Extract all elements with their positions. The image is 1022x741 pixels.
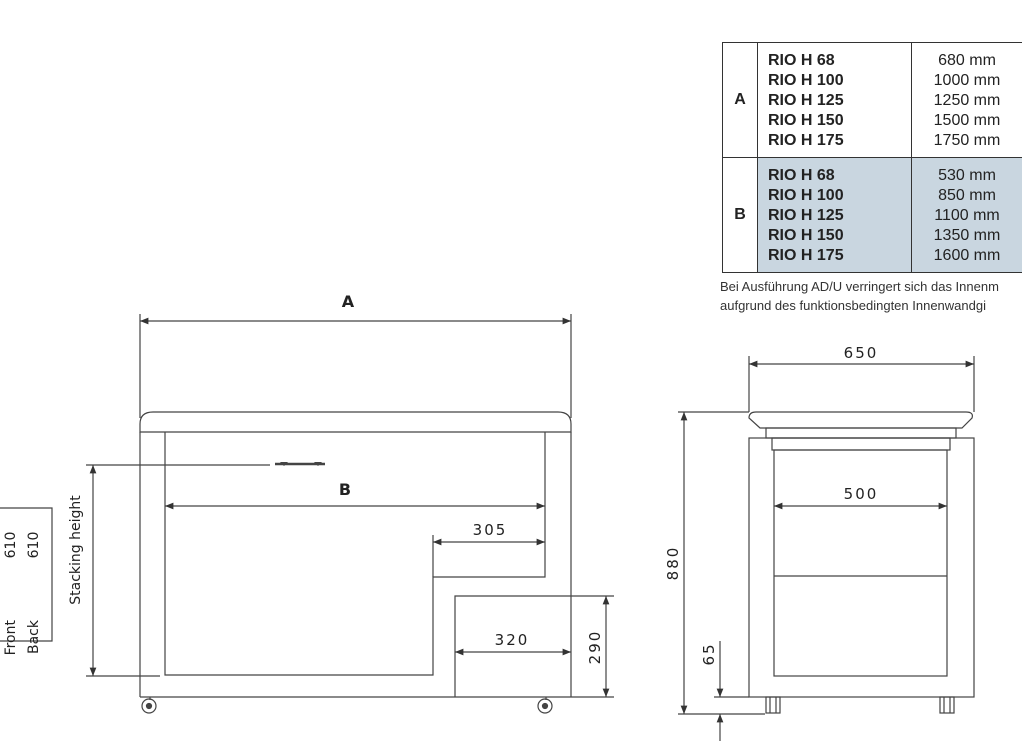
back-label: Back bbox=[26, 619, 42, 654]
dimension-290-text: 290 bbox=[586, 630, 604, 665]
side-caster-left bbox=[765, 696, 781, 714]
model-dimension: 680 mm bbox=[938, 52, 996, 69]
note-line-2: aufgrund des funktionsbedingten Innenwan… bbox=[720, 298, 986, 313]
model-name: RIO H 68 bbox=[768, 52, 835, 69]
model-dimension: 1500 mm bbox=[933, 112, 1001, 129]
model-dimension: 1000 mm bbox=[933, 72, 1001, 89]
compressor-niche bbox=[454, 595, 571, 697]
model-name: RIO H 100 bbox=[768, 187, 844, 204]
note-line-1: Bei Ausführung AD/U verringert sich das … bbox=[720, 279, 999, 294]
spec-group-label: A bbox=[722, 42, 758, 158]
label-a: A bbox=[342, 292, 355, 311]
note-text: Bei Ausführung AD/U verringert sich das … bbox=[720, 277, 1022, 315]
model-dimension: 530 mm bbox=[938, 167, 996, 184]
model-name: RIO H 150 bbox=[768, 112, 844, 129]
side-view bbox=[678, 356, 975, 741]
dimension-320-text: 320 bbox=[495, 631, 530, 649]
front-caster-left bbox=[141, 697, 157, 714]
model-name: RIO H 125 bbox=[768, 92, 844, 109]
model-dimension: 1350 mm bbox=[933, 227, 1001, 244]
model-dimension: 1250 mm bbox=[933, 92, 1001, 109]
dimension-500-text: 500 bbox=[844, 485, 879, 503]
side-inner-panel bbox=[773, 449, 948, 677]
front-caster-right bbox=[537, 697, 553, 714]
spec-values: 680 mm 1000 mm 1250 mm 1500 mm 1750 mm bbox=[911, 42, 1022, 158]
inner-cabinet bbox=[164, 432, 546, 676]
stacking-height-text: Stacking height bbox=[68, 495, 84, 605]
model-dimension: 1600 mm bbox=[933, 247, 1001, 264]
model-name: RIO H 150 bbox=[768, 227, 844, 244]
model-name: RIO H 68 bbox=[768, 167, 835, 184]
dimension-880-text: 880 bbox=[664, 546, 682, 581]
model-name: RIO H 125 bbox=[768, 207, 844, 224]
stacking-height-box: Front 610 Back 610 bbox=[0, 507, 53, 656]
dimension-65-text: 65 bbox=[700, 642, 718, 665]
model-name: RIO H 100 bbox=[768, 72, 844, 89]
model-dimension: 1100 mm bbox=[934, 207, 1000, 224]
label-b: B bbox=[339, 480, 351, 499]
front-view bbox=[86, 314, 614, 714]
spec-group-label: B bbox=[722, 157, 758, 273]
side-caster-right bbox=[939, 696, 955, 714]
spec-values: 530 mm 850 mm 1100 mm 1350 mm 1600 mm bbox=[911, 157, 1022, 273]
dimension-305-text: 305 bbox=[473, 521, 508, 539]
model-dimension: 1750 mm bbox=[933, 132, 1001, 149]
model-name: RIO H 175 bbox=[768, 247, 844, 264]
model-dimension: 850 mm bbox=[938, 187, 996, 204]
front-value: 610 bbox=[3, 532, 19, 559]
side-top-rim bbox=[748, 411, 973, 429]
front-label: Front bbox=[3, 620, 19, 656]
side-body bbox=[748, 437, 975, 698]
model-name: RIO H 175 bbox=[768, 132, 844, 149]
dimension-650-text: 650 bbox=[844, 344, 879, 362]
countertop bbox=[139, 411, 572, 433]
back-value: 610 bbox=[26, 532, 42, 559]
